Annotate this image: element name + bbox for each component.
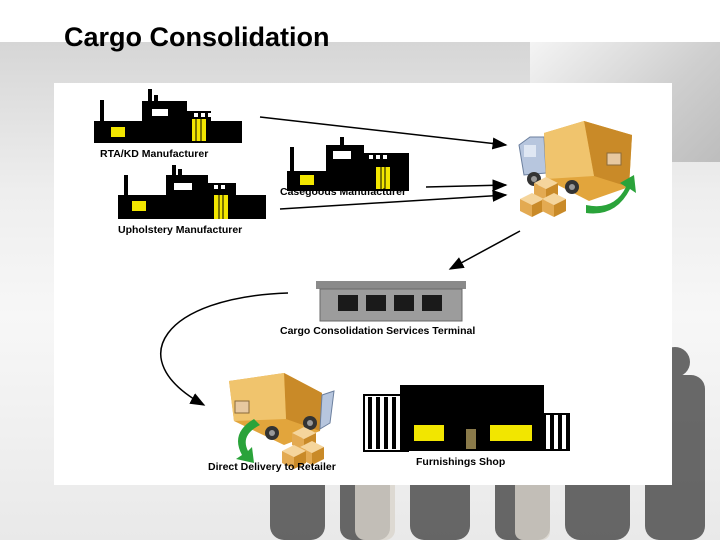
label-direct-delivery: Direct Delivery to Retailer: [208, 461, 336, 473]
label-casegoods-manufacturer: Casegoods Manufacturer: [280, 186, 407, 198]
delivery-boxes-icon: [282, 427, 324, 469]
rta-kd-factory-icon: [94, 89, 242, 143]
arrow-truck-to-terminal: [448, 230, 521, 270]
slide-title: Cargo Consolidation: [64, 22, 330, 52]
label-furnishings-shop: Furnishings Shop: [416, 456, 506, 468]
label-rta-kd-manufacturer: RTA/KD Manufacturer: [100, 148, 209, 160]
pickup-curved-arrow-icon: [586, 175, 636, 214]
label-upholstery-manufacturer: Upholstery Manufacturer: [118, 224, 243, 236]
pickup-truck-icon: [518, 121, 632, 201]
arrow-upholstery-to-truck: [279, 189, 508, 210]
delivery-curved-arrow-icon: [236, 419, 260, 463]
casegoods-factory-icon: [287, 137, 409, 191]
pickup-boxes-icon: [520, 177, 566, 217]
label-terminal: Cargo Consolidation Services Terminal: [280, 325, 476, 337]
arrow-terminal-to-delivery: [160, 292, 289, 406]
furnishings-shop-icon: [363, 385, 570, 452]
arrow-rta-to-truck: [259, 116, 508, 150]
upholstery-factory-icon: [118, 165, 266, 219]
cargo-consolidation-diagram: RTA/KD Manufacturer Casegoods Manufactur…: [54, 83, 672, 485]
arrow-casegoods-to-truck: [425, 179, 508, 192]
terminal-warehouse-icon: [316, 281, 466, 322]
diagram-graphics: [94, 89, 636, 469]
